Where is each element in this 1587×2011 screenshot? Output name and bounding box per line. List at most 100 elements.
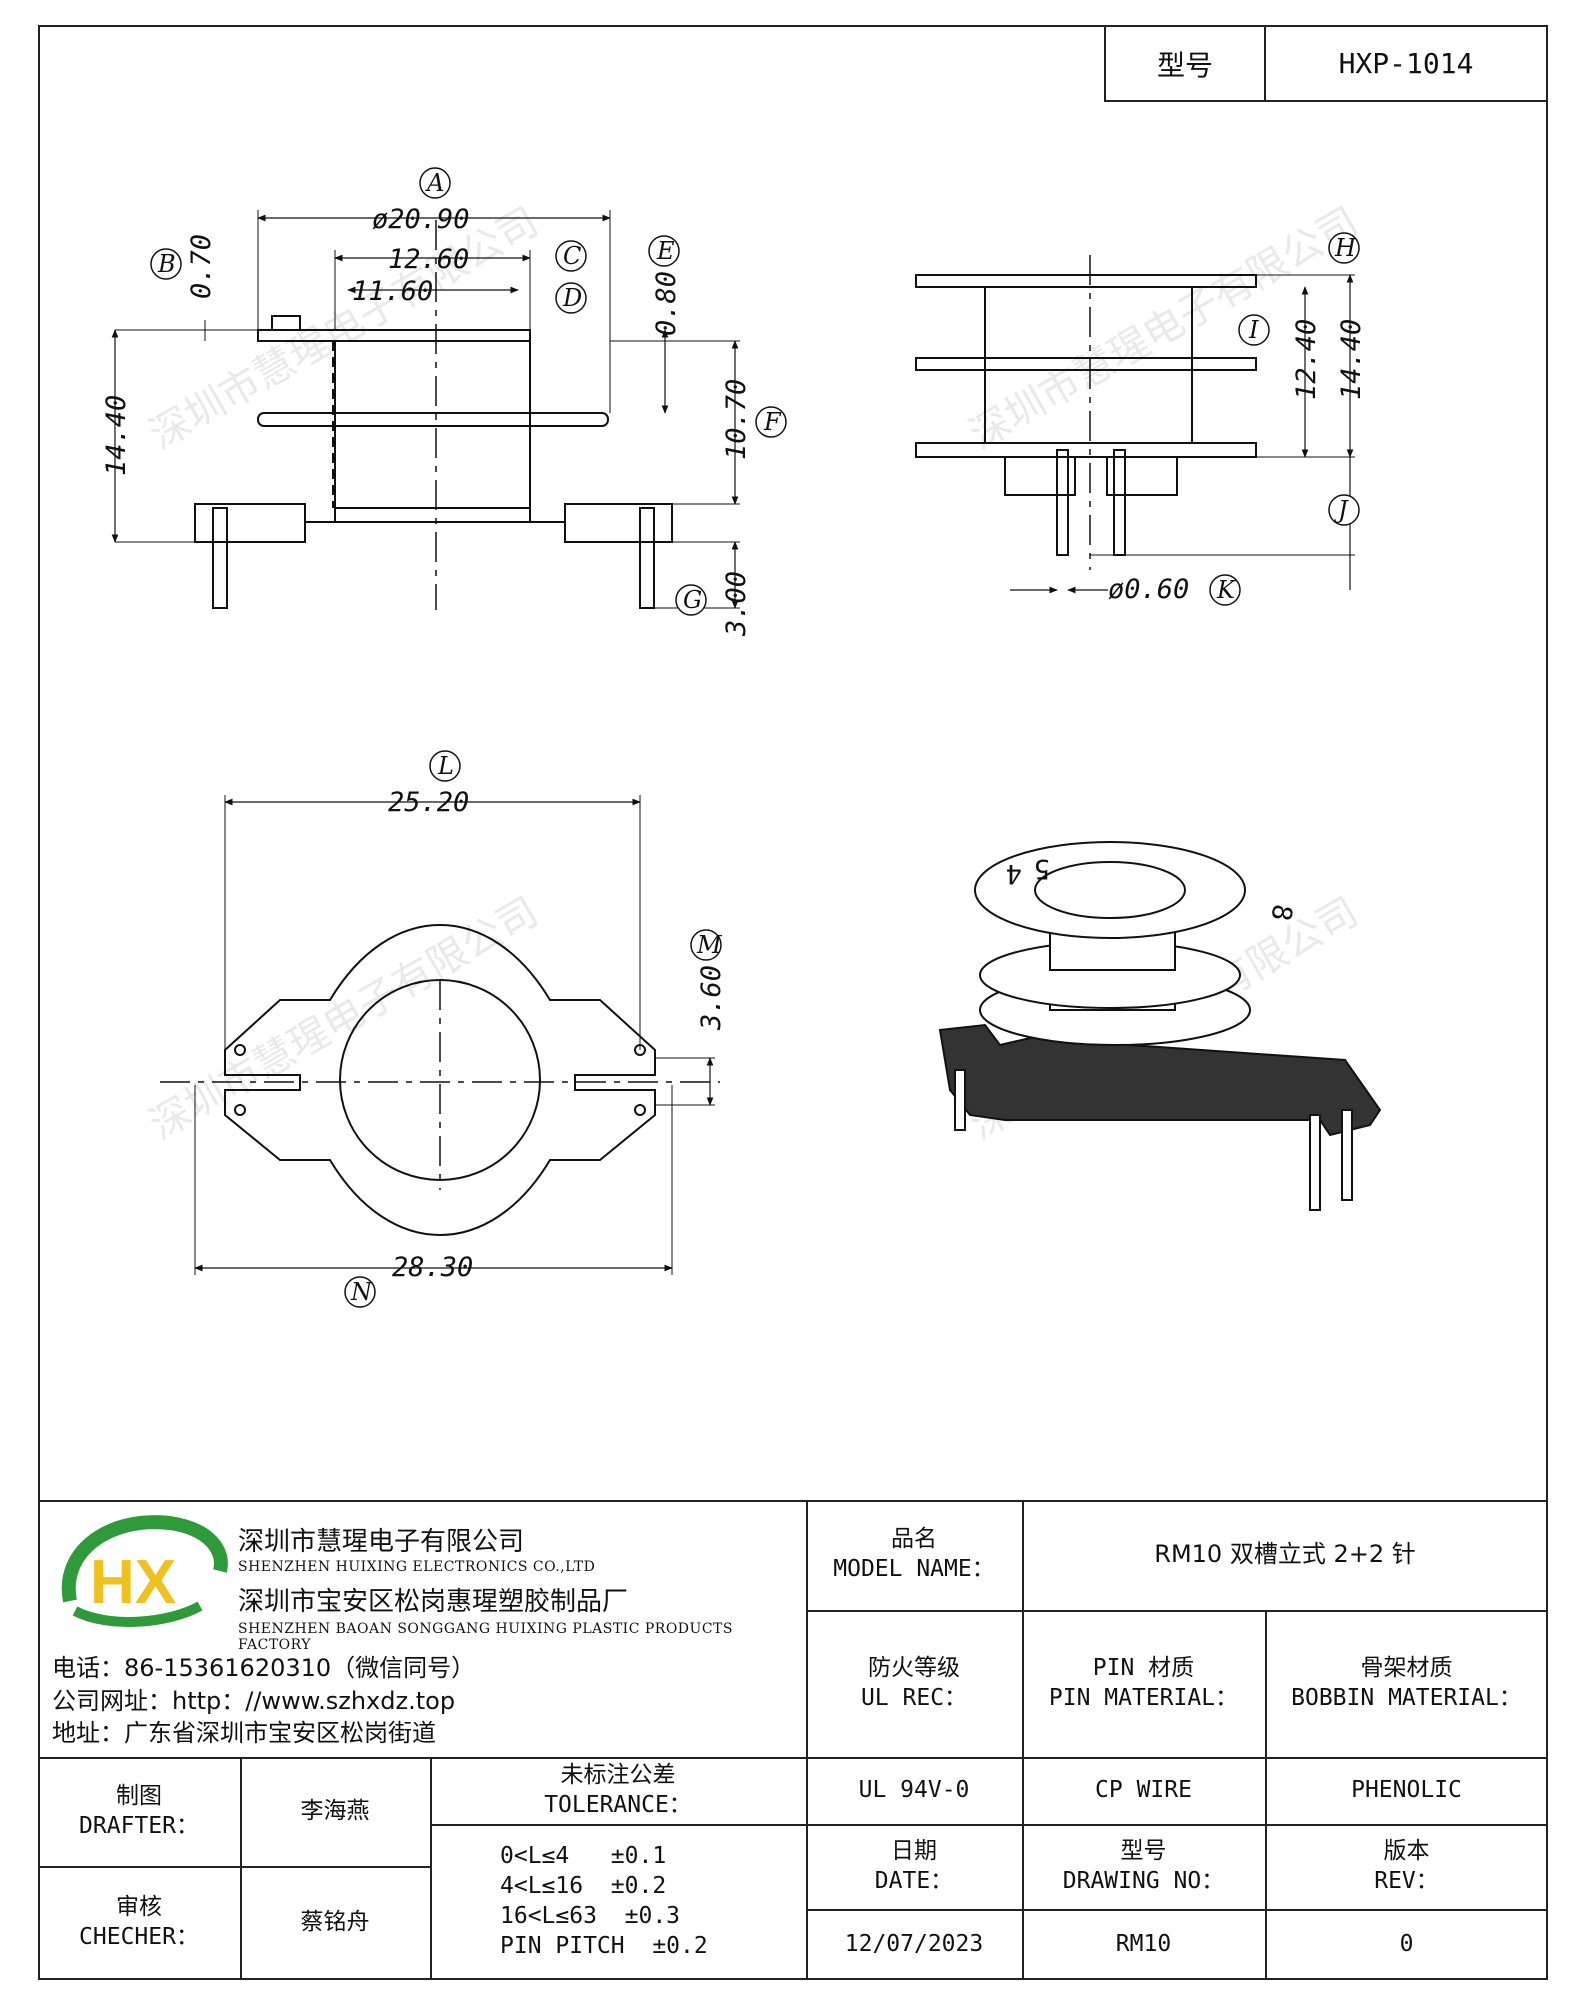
iso-base (938, 1023, 1382, 1137)
factory-name-cn: 深圳市宝安区松岗惠瑆塑胶制品厂 (238, 1587, 629, 1617)
rev-label: 版本 REV： (1265, 1824, 1548, 1909)
tag-M: M (696, 931, 723, 959)
isometric-view (938, 841, 1382, 1211)
tolerance-en: TOLERANCE： (544, 1791, 692, 1818)
rev-en: REV： (1374, 1867, 1439, 1894)
bobbin-material-label: 骨架材质 BOBBIN MATERIAL： (1265, 1610, 1548, 1757)
tolerance-line-3: 16<L≤63 ±0.3 (500, 1903, 681, 1929)
pin-en: PIN MATERIAL： (1048, 1684, 1239, 1711)
side-pin-left (1056, 449, 1069, 556)
company-name-cn: 深圳市慧瑆电子有限公司 (238, 1527, 525, 1557)
company-phone: 电话：86-15361620310（微信同号） (52, 1654, 476, 1682)
ul-en: UL REC： (860, 1684, 968, 1711)
dim-H-value: 14.40 (1336, 319, 1367, 400)
title-block (38, 1500, 1548, 1980)
drawing-no-label: 型号 DRAWING NO： (1022, 1824, 1265, 1909)
side-pin-right (1113, 449, 1126, 556)
ul-label: 防火等级 UL REC： (806, 1610, 1022, 1757)
pin-material-value: CP WIRE (1095, 1776, 1192, 1803)
drafter-label: 制图 DRAFTER： (38, 1757, 240, 1866)
tolerance-line-1: 0<L≤4 ±0.1 (500, 1843, 667, 1870)
side-top-flange (915, 274, 1257, 288)
rev-cn: 版本 (1383, 1837, 1430, 1864)
front-top-tab (271, 315, 301, 331)
tolerance-line-4: PIN PITCH ±0.2 (500, 1932, 708, 1959)
front-mid-flange (257, 412, 609, 427)
front-base (194, 503, 673, 543)
iso-numbers: 5 4 8 (1006, 853, 1298, 923)
model-value: HXP-1014 (1338, 47, 1474, 80)
checker-label: 审核 CHECHER： (38, 1866, 240, 1980)
dim-A-value: ø20.90 (372, 204, 470, 235)
date-value: 12/07/2023 (844, 1930, 984, 1957)
side-base-right (1106, 456, 1178, 496)
drafter-en: DRAFTER： (79, 1812, 199, 1839)
pin-material-label: PIN 材质 PIN MATERIAL： (1022, 1610, 1265, 1757)
factory-name-en: SHENZHEN BAOAN SONGGANG HUIXING PLASTIC … (238, 1621, 733, 1653)
tag-N: N (350, 1278, 373, 1306)
company-address: 地址：广东省深圳市宝安区松岗街道 (52, 1719, 436, 1747)
bobbin-en: BOBBIN MATERIAL： (1291, 1684, 1522, 1711)
tag-C: C (563, 242, 581, 270)
bottom-outline (224, 923, 656, 1237)
drafter-cn: 制图 (116, 1782, 162, 1809)
dim-C-value: 12.60 (388, 244, 469, 275)
date-label: 日期 DATE： (806, 1824, 1022, 1909)
drawing-no-value: RM10 (1115, 1930, 1172, 1957)
tag-B: B (157, 250, 176, 278)
checker-value: 蔡铭舟 (300, 1909, 370, 1936)
bottom-view (160, 795, 720, 1275)
tolerance-cn: 未标注公差 (560, 1761, 676, 1788)
front-pin-right (639, 507, 655, 609)
tag-G: G (683, 586, 702, 614)
model-name-en: MODEL NAME： (833, 1556, 995, 1582)
model-name-label: 品名 MODEL NAME： (806, 1500, 1022, 1610)
front-view (111, 210, 740, 610)
rev-value: 0 (1399, 1930, 1414, 1957)
dim-K-value: ø0.60 (1108, 574, 1189, 605)
iso-number-8: 8 (1264, 902, 1297, 923)
model-number-box: 型号 HXP-1014 (1104, 25, 1548, 102)
drawing-cn: 型号 (1120, 1837, 1167, 1864)
company-info: HX 深圳市慧瑆电子有限公司 SHENZHEN HUIXING ELECTRON… (46, 1503, 802, 1751)
dim-I-value: 12.40 (1291, 319, 1322, 400)
tag-E: E (656, 237, 675, 265)
side-view (915, 255, 1355, 594)
dim-E-value: 0.80 (651, 271, 682, 336)
front-top-flange (257, 329, 531, 342)
callout-tag-letters: A B C D E F G H I J K L M N (157, 169, 1357, 1306)
dim-L-value: 25.20 (388, 787, 469, 818)
bobbin-material-value: PHENOLIC (1351, 1776, 1462, 1803)
dim-M-value: 3.60 (696, 965, 727, 1031)
pin-cn: PIN 材质 (1092, 1654, 1195, 1681)
logo-letters: HX (90, 1548, 176, 1617)
side-base-left (1004, 456, 1076, 496)
side-mid-flange (915, 357, 1257, 371)
tolerance-table: 0<L≤4 ±0.1 4<L≤16 ±0.2 16<L≤63 ±0.3 PIN … (430, 1824, 806, 1980)
dim-F-value: 10.70 (721, 379, 752, 460)
tag-I: I (1248, 316, 1259, 344)
company-website[interactable]: 公司网址：http：//www.szhxdz.top (52, 1687, 456, 1715)
model-name-value: RM10 双槽立式 2+2 针 (1154, 1540, 1416, 1569)
dimension-labels: ø20.90 0.70 12.60 11.60 0.80 10.70 3.00 … (101, 204, 1367, 1283)
tag-L: L (437, 752, 454, 780)
tolerance-line-2: 4<L≤16 ±0.2 (500, 1873, 667, 1900)
bobbin-cn: 骨架材质 (1360, 1654, 1453, 1681)
dim-B-value: 0.70 (186, 234, 217, 299)
iso-core-hole (1034, 861, 1186, 919)
tag-D: D (562, 284, 582, 312)
ul-value: UL 94V-0 (858, 1776, 970, 1803)
drawing-en: DRAWING NO： (1062, 1867, 1225, 1894)
callout-tags (150, 167, 1360, 1308)
tolerance-label: 未标注公差 TOLERANCE： (430, 1757, 806, 1824)
date-cn: 日期 (891, 1837, 937, 1864)
checker-en: CHECHER： (79, 1924, 199, 1950)
tag-K: K (1216, 576, 1237, 604)
date-en: DATE： (874, 1867, 954, 1894)
dim-N-value: 28.30 (392, 1252, 473, 1283)
tag-A: A (425, 169, 444, 197)
drafter-value: 李海燕 (300, 1797, 370, 1824)
dim-left-total-value: 14.40 (101, 395, 132, 476)
technical-drawing: 深圳市慧瑆电子有限公司 深圳市慧瑆电子有限公司 深圳市慧瑆电子有限公司 深圳市慧… (101, 167, 1382, 1308)
dim-D-value: 11.60 (352, 276, 433, 307)
